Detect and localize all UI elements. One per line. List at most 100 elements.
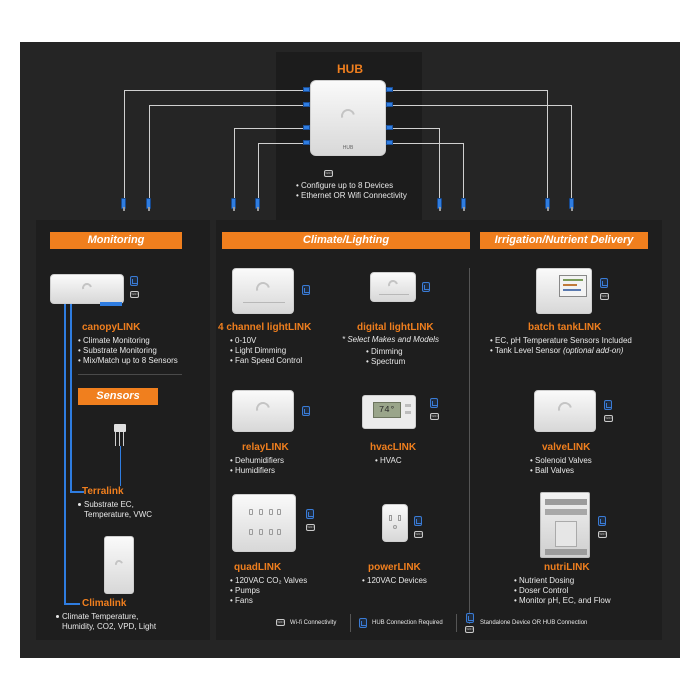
irrigation-banner: Irrigation/Nutrient Delivery: [480, 232, 648, 249]
cable-plug-6: [461, 198, 466, 211]
hub-device: HUB: [310, 80, 386, 156]
hvaclink-hub-badge: [430, 398, 438, 408]
terralink-line-1: Substrate EC,: [84, 500, 134, 509]
lightlink4-device: [232, 268, 294, 314]
quadlink-wifi-badge: WIFI: [306, 524, 315, 531]
legend-divider-2: [456, 614, 457, 632]
climalink-logo-icon: [113, 558, 125, 570]
hub-wifi-badge: WIFI: [324, 170, 333, 177]
climalink-line-1: Climate Temperature,: [62, 612, 139, 621]
terralink-cable: [120, 446, 121, 486]
sensor-cable-4: [70, 491, 84, 493]
lightlink4-title: 4 channel lightLINK: [218, 322, 312, 333]
valvelink-hub-badge: [604, 400, 612, 410]
section-divider: [469, 268, 470, 624]
lightlink4-hub-badge: [302, 285, 310, 295]
legend-standalone-hub-icon: [466, 613, 474, 623]
climalink-bullet-dot: [56, 615, 59, 618]
nutrilink-bullet-1: Nutrient Dosing: [514, 576, 574, 586]
legend-divider-1: [350, 614, 351, 632]
relaylink-bullet-1: Dehumidifiers: [230, 456, 284, 466]
canopylink-logo-icon: [80, 281, 94, 295]
hub-port-1: [303, 87, 310, 92]
canopylink-bullet-2: Substrate Monitoring: [78, 346, 157, 356]
monitoring-banner: Monitoring: [50, 232, 182, 249]
sensor-cable-1: [64, 304, 66, 604]
lightlink4-bullet-1: 0-10V: [230, 336, 256, 346]
sensor-cable-2: [70, 304, 72, 492]
cable-plug-3: [231, 198, 236, 211]
powerlink-title: powerLINK: [368, 562, 421, 573]
climalink-title: Climalink: [82, 598, 127, 609]
climalink-device: [104, 536, 134, 594]
digitallightlink-bullet-2: Spectrum: [366, 357, 405, 367]
valvelink-wifi-badge: WIFI: [604, 415, 613, 422]
powerlink-hub-badge: [414, 516, 422, 526]
hvaclink-wifi-badge: WIFI: [430, 413, 439, 420]
hub-port-8: [386, 140, 393, 145]
cable-plug-8: [569, 198, 574, 211]
batchtanklink-bullet-2: Tank Level Sensor (optional add-on): [490, 346, 624, 356]
terralink-bullet-dot: [78, 503, 81, 506]
hvaclink-bullet-1: HVAC: [375, 456, 402, 466]
terralink-title: Terralink: [82, 486, 124, 497]
batchtanklink-screen: [559, 275, 587, 297]
hub-title: HUB: [337, 62, 363, 76]
lightlink4-bullet-3: Fan Speed Control: [230, 356, 302, 366]
powerlink-bullet-1: 120VAC Devices: [362, 576, 427, 586]
relaylink-device: [232, 390, 294, 432]
legend-wifi-icon: WIFI: [276, 619, 285, 626]
hub-device-label: HUB: [342, 145, 354, 151]
digitallightlink-title: digital lightLINK: [357, 322, 434, 333]
nutrilink-bullet-3: Monitor pH, EC, and Flow: [514, 596, 611, 606]
quadlink-bullet-3: Fans: [230, 596, 253, 606]
nutrilink-device: [540, 492, 590, 558]
valvelink-bullet-1: Solenoid Valves: [530, 456, 592, 466]
legend-hub-icon: [359, 618, 367, 628]
diagram-canvas: HUB HUB WIFI Configure up to 8 Devices E…: [20, 42, 680, 658]
batchtanklink-device: [536, 268, 592, 314]
cable-plug-4: [255, 198, 260, 211]
hub-port-3: [303, 125, 310, 130]
valvelink-device: [534, 390, 596, 432]
hub-port-6: [386, 102, 393, 107]
quadlink-bullet-2: Pumps: [230, 586, 260, 596]
cable-plug-1: [121, 198, 126, 211]
nutrilink-hub-badge: [598, 516, 606, 526]
terralink-line-2: Temperature, VWC: [84, 510, 153, 519]
canopylink-device: [50, 274, 124, 304]
relaylink-bullet-2: Humidifiers: [230, 466, 275, 476]
valvelink-title: valveLINK: [542, 442, 591, 453]
digitallightlink-device: [370, 272, 416, 302]
quadlink-outlets: [245, 505, 285, 543]
wire-8: [392, 105, 572, 198]
canopylink-ports: [100, 302, 122, 306]
powerlink-wifi-badge: WIFI: [414, 531, 423, 538]
wire-3: [234, 128, 304, 198]
legend-hub-label: HUB Connection Required: [372, 620, 443, 626]
quadlink-device: [232, 494, 296, 552]
hvaclink-title: hvacLINK: [370, 442, 417, 453]
canopylink-wifi-badge: WIFI: [130, 291, 139, 298]
terralink-probe: [112, 424, 128, 446]
batchtanklink-bullet-1: EC, pH Temperature Sensors Included: [490, 336, 632, 346]
legend-standalone-label: Standalone Device OR HUB Connection: [480, 620, 588, 626]
cable-plug-5: [437, 198, 442, 211]
quadlink-hub-badge: [306, 509, 314, 519]
lightlink4-bullet-2: Light Dimming: [230, 346, 286, 356]
digitallightlink-note: * Select Makes and Models: [342, 335, 439, 344]
hub-port-5: [386, 87, 393, 92]
wire-5: [392, 128, 440, 198]
relaylink-title: relayLINK: [242, 442, 289, 453]
sensors-banner: Sensors: [78, 388, 158, 405]
quadlink-title: quadLINK: [234, 562, 282, 573]
canopylink-bullet-1: Climate Monitoring: [78, 336, 150, 346]
quadlink-bullet-1: 120VAC CO₂ Valves: [230, 576, 307, 586]
nutrilink-title: nutriLINK: [544, 562, 590, 573]
hvaclink-display: 74°: [373, 402, 401, 418]
cable-plug-2: [146, 198, 151, 211]
lightlink4-logo-icon: [253, 279, 273, 299]
powerlink-device: [382, 504, 408, 542]
valvelink-bullet-2: Ball Valves: [530, 466, 574, 476]
batchtanklink-title: batch tankLINK: [528, 322, 602, 333]
